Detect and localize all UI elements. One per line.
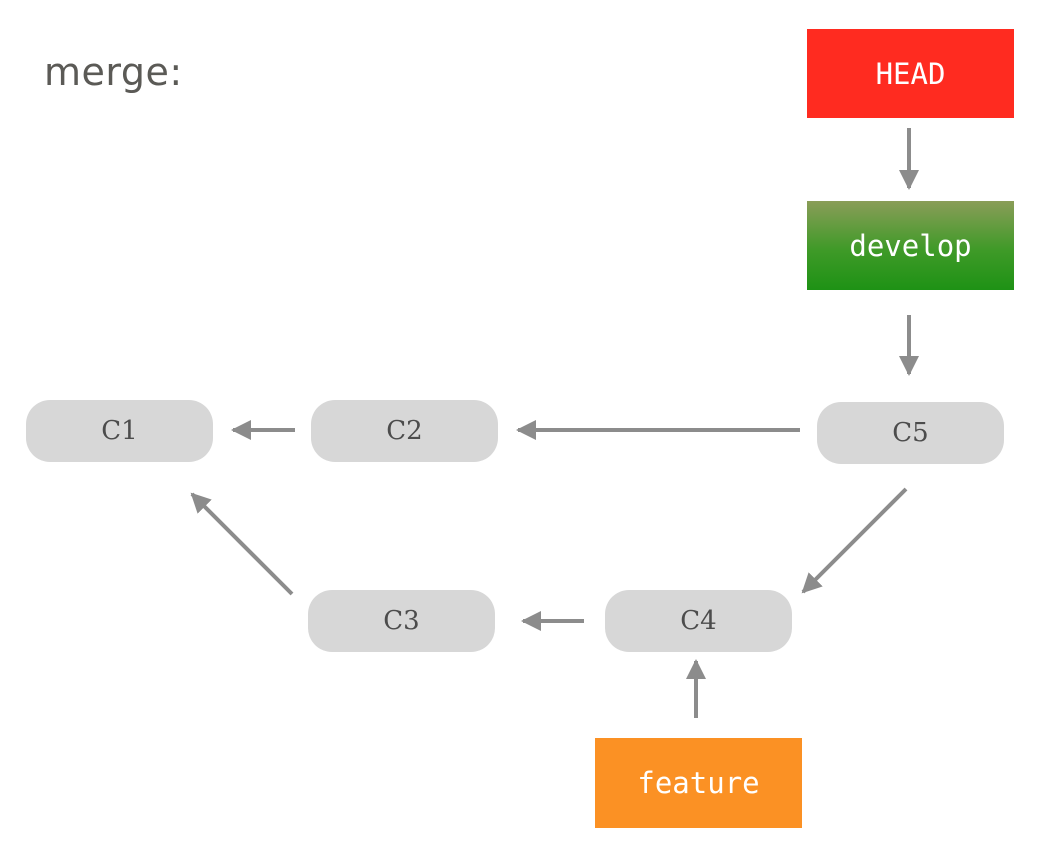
commit-c1: C1 <box>26 400 213 462</box>
develop-branch: develop <box>807 201 1014 290</box>
diagram-title: merge: <box>44 50 183 94</box>
commit-c4: C4 <box>605 590 792 652</box>
commit-c2: C2 <box>311 400 498 462</box>
head-ref: HEAD <box>807 29 1014 118</box>
feature-branch: feature <box>595 738 802 828</box>
arrow-c5-to-c4 <box>801 487 908 594</box>
commit-c3: C3 <box>308 590 495 652</box>
arrow-c3-to-c1 <box>190 492 294 596</box>
commit-c5: C5 <box>817 402 1004 464</box>
